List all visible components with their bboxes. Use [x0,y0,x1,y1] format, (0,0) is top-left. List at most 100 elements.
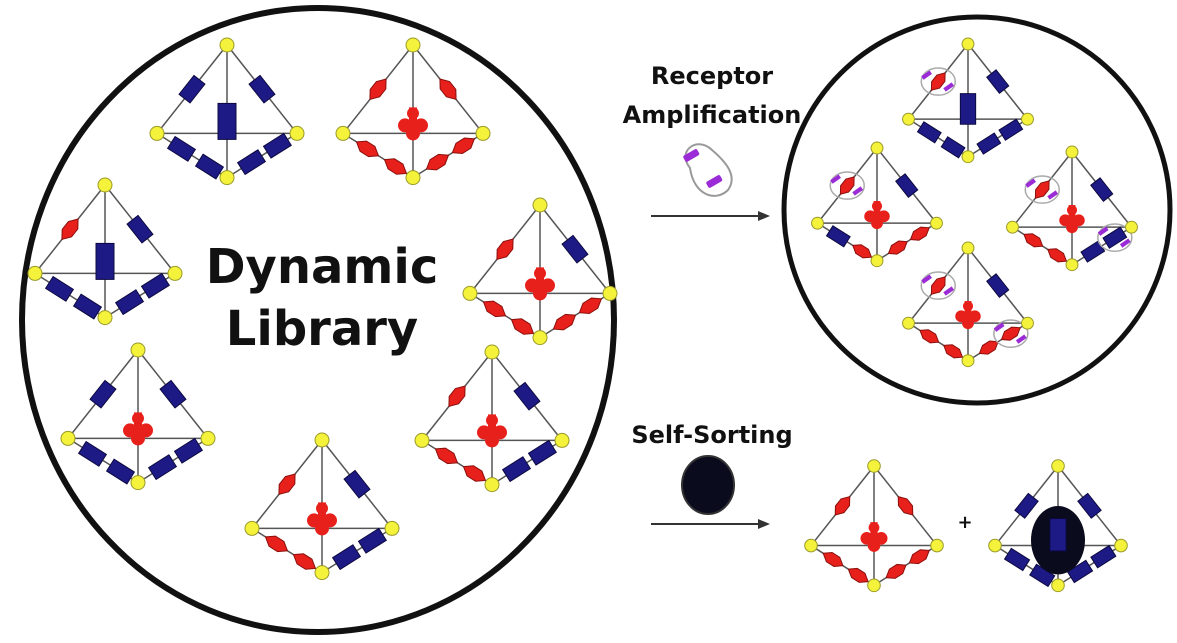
blue-ligand [159,379,187,409]
library-label-line2: Library [226,301,418,357]
metal-vertex [405,170,421,186]
blue-ligand [126,214,154,244]
red-ligand [482,300,507,318]
metal-vertex [532,197,548,213]
blue-ligand [1102,226,1128,249]
blue-ligand [527,439,557,466]
blue-ligand [1014,492,1039,519]
center-blue-ligand [1049,518,1067,552]
red-ligand [425,153,450,171]
receptor-icon [683,143,733,197]
blue-ligand [1077,492,1102,519]
center-red-ligand [955,301,981,330]
bound-receptor [1024,175,1060,204]
dynamic-library-circle [19,5,617,635]
red-ligand [510,318,535,335]
blue-ligand [77,440,108,467]
metal-vertex [97,310,113,326]
blue-ligand [1090,544,1117,569]
red-ligand [919,329,940,344]
center-red-ligand [1059,205,1085,234]
metal-vertex [961,241,975,255]
bound-receptor [920,67,956,96]
center-red-ligand [477,414,507,448]
blue-ligand [1066,559,1094,584]
red-ligand [369,78,387,101]
metal-vertex [930,216,943,230]
blue-ligand [89,379,117,409]
bound-receptor [920,271,956,300]
blue-ligand [72,293,103,320]
metal-vertex [149,125,165,141]
metal-vertex [902,112,915,126]
metal-vertex [1021,112,1034,126]
red-ligand [462,465,487,482]
red-ligand [852,244,873,259]
blue-ligand [262,132,292,159]
sorted-cage-red [804,459,944,593]
cages-layer [27,37,1138,593]
sorted-cage-blue-guest [988,459,1128,593]
blue-ligand [976,132,1002,155]
red-ligand [451,137,476,155]
red-ligand [578,297,603,315]
blue-ligand [1080,240,1106,263]
blue-ligand [236,149,267,176]
blue-ligand [114,289,145,316]
amp-cage-bottom [902,241,1034,368]
metal-vertex [219,170,235,186]
cage-red-blue-bottom-right [414,344,570,493]
metal-vertex [1065,258,1079,272]
metal-vertex [1065,145,1079,159]
blue-ligand [561,234,589,264]
red-ligand [383,158,408,175]
red-ligand [909,226,930,241]
metal-vertex [289,125,305,141]
red-ligand [978,340,999,355]
blue-ligand [357,527,387,554]
blue-ligand [248,74,276,104]
red-ligand [1000,326,1021,341]
red-ligand [355,140,380,158]
metal-vertex [244,520,260,536]
metal-vertex [1021,316,1034,330]
red-ligand [839,176,855,195]
blue-ligand [986,273,1010,298]
cage-red-blue-bottom [244,432,400,581]
bound-receptor [993,319,1029,349]
metal-vertex [167,265,183,281]
red-ligand [908,549,930,565]
blue-ligand [1003,547,1031,572]
red-ligand [278,473,296,496]
amp-cage-right [1006,145,1138,272]
amplification-arrow [651,211,770,221]
cage-mixed-left [27,177,183,326]
red-ligand [1023,233,1044,248]
blue-ligand [986,69,1010,94]
metal-vertex [462,285,478,301]
metal-vertex [1051,459,1065,473]
blue-ligand [343,469,371,499]
red-ligand [448,385,466,408]
metal-vertex [484,477,500,493]
metal-vertex [314,432,330,448]
red-ligand [264,535,289,553]
center-red-ligand [864,201,890,230]
amp-cage-top [902,37,1034,164]
center-red-ligand [860,522,888,552]
red-ligand [61,218,79,241]
red-ligand [1034,180,1050,199]
cage-all-red [335,37,491,186]
red-ligand [930,276,946,295]
red-ligand [552,313,577,331]
metal-vertex [60,430,76,446]
cage-red-center-blue-edges [60,342,216,491]
red-ligand [885,563,907,579]
red-ligand [943,344,964,359]
receptor-label-line1: Receptor [651,62,773,90]
amp-cage-left [811,141,943,268]
center-red-ligand [123,412,153,446]
metal-vertex [484,344,500,360]
guest-icon [681,455,735,515]
self-sorting-label: Self-Sorting [631,421,792,449]
